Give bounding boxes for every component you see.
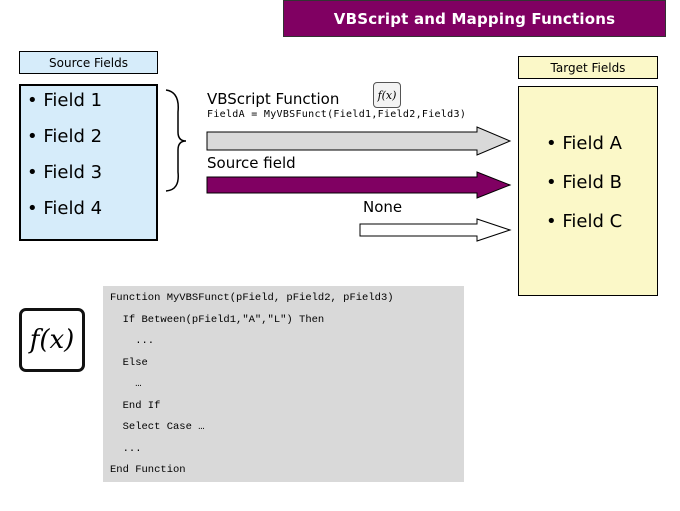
target-field-b: • Field B (546, 172, 622, 193)
source-field-1: • Field 1 (27, 90, 103, 111)
none-arrow (359, 218, 512, 242)
none-label: None (363, 198, 403, 216)
target-fields-box (518, 86, 658, 296)
source-fields-header: Source Fields (19, 51, 158, 74)
code-line: Function MyVBSFunct(pField, pField2, pFi… (110, 292, 394, 304)
code-line: Select Case … (110, 421, 205, 433)
function-icon: f(x) (373, 82, 401, 108)
source-field-2: • Field 2 (27, 126, 103, 147)
source-fields-box (19, 84, 158, 241)
target-fields-header: Target Fields (518, 56, 658, 79)
code-line: If Between(pField1,"A","L") Then (110, 314, 325, 326)
source-field-4: • Field 4 (27, 198, 103, 219)
code-line: ... (110, 335, 155, 347)
code-line: ... (110, 443, 142, 455)
page-title: VBScript and Mapping Functions (283, 0, 666, 37)
vbscript-formula: FieldA = MyVBSFunct(Field1,Field2,Field3… (207, 109, 467, 120)
target-field-c: • Field C (546, 211, 623, 232)
target-field-a: • Field A (546, 133, 622, 154)
code-line: End Function (110, 464, 186, 476)
vbscript-arrow (206, 126, 512, 156)
function-large-icon: f(x) (19, 308, 85, 372)
code-line: … (110, 378, 142, 390)
vbscript-function-label: VBScript Function (207, 90, 340, 108)
code-line: End If (110, 400, 161, 412)
code-listing: Function MyVBSFunct(pField, pField2, pFi… (103, 286, 464, 482)
source-brace (165, 89, 187, 192)
source-field-label: Source field (207, 154, 296, 172)
source-field-3: • Field 3 (27, 162, 103, 183)
code-line: Else (110, 357, 148, 369)
source-field-arrow (206, 171, 512, 199)
